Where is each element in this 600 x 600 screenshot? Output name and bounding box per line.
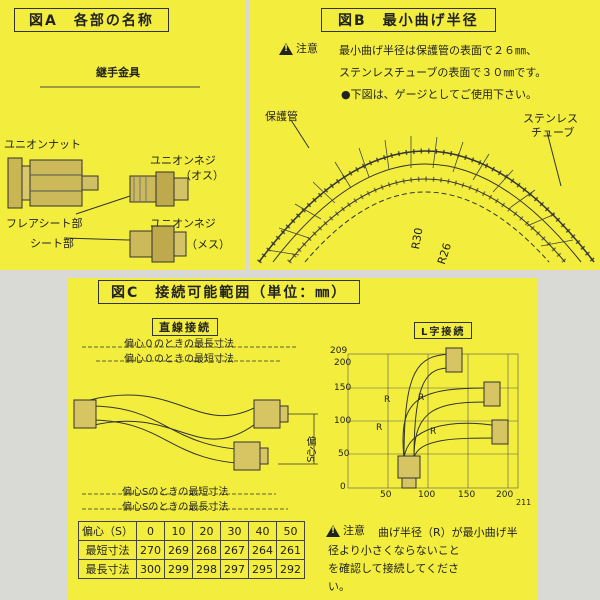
stainless-label-2: チューブ <box>531 126 575 139</box>
svg-text:R: R <box>430 427 436 437</box>
table-header: 50 <box>275 521 305 541</box>
union-nut-label: ユニオンナット <box>4 138 81 151</box>
y-axis-label: 100 <box>334 416 352 426</box>
panel-b-min-bend-radius: 図B 最小曲げ半径 注意 最小曲げ半径は保護管の表面で２６㎜、 ステンレスチュー… <box>249 0 600 270</box>
female-label: （メス） <box>186 238 230 251</box>
union-screw-male-drawing <box>129 171 189 207</box>
note-line-3: を確認して接続してくださ <box>328 562 460 575</box>
table-cell: 267 <box>219 540 249 560</box>
connection-drawings: R R R R <box>73 346 519 510</box>
table-cell: 269 <box>163 540 193 560</box>
fitting-label: 継手金具 <box>96 66 140 79</box>
union-nut-drawing <box>7 157 99 209</box>
table-header: 偏心（S） <box>78 521 137 541</box>
x-axis-label: 211 <box>516 498 532 507</box>
svg-text:R: R <box>376 423 382 433</box>
caution-label: 注意 <box>343 524 365 537</box>
note-line-2: 径より小さくならないこと <box>328 544 460 557</box>
y-axis-label: 200 <box>334 358 352 368</box>
union-screw-female-drawing <box>129 225 187 263</box>
gauge-note: ●下図は、ゲージとしてご使用下さい。 <box>341 88 538 101</box>
bend-gauge-drawing <box>256 119 596 264</box>
panel-b-title: 図B 最小曲げ半径 <box>321 8 496 32</box>
table-row: 最短寸法 270 269 268 267 264 261 <box>78 540 305 560</box>
table-header-row: 偏心（S） 0 10 20 30 40 50 <box>78 521 305 541</box>
min-offset-s-label: 偏心Sのときの最短寸法 <box>122 487 229 498</box>
table-cell: 292 <box>275 559 305 579</box>
table-header: 20 <box>191 521 221 541</box>
table-header: 30 <box>219 521 249 541</box>
note-line-1: 曲げ半径（R）が最小曲げ半 <box>378 526 518 539</box>
note-line-4: い。 <box>328 580 350 593</box>
min-offset-zero-label: 偏心０のときの最短寸法 <box>124 354 234 365</box>
panel-a-part-names: 図A 各部の名称 継手金具 ユニオンナット <box>0 0 246 270</box>
panel-c-connection-range: 図C 接続可能範囲（単位：㎜） 直線接続 L字接続 偏心０のときの最長寸法 偏心… <box>68 278 538 600</box>
panel-a-drawing <box>7 86 200 263</box>
table-cell: 261 <box>275 540 305 560</box>
dimension-table: 偏心（S） 0 10 20 30 40 50 最短寸法 270 269 268 … <box>78 521 305 579</box>
y-axis-label: 0 <box>340 482 346 492</box>
seat-label: シート部 <box>30 237 74 250</box>
row-label: 最短寸法 <box>78 540 137 560</box>
table-header: 0 <box>135 521 165 541</box>
table-cell: 270 <box>135 540 165 560</box>
table-cell: 300 <box>135 559 165 579</box>
offset-s-label: 偏心S <box>304 436 315 463</box>
svg-text:R: R <box>384 395 390 405</box>
warning-icon <box>279 43 293 55</box>
caution-label: 注意 <box>296 42 318 55</box>
straight-connection-title: 直線接続 <box>152 318 218 336</box>
y-axis-label: 209 <box>330 346 348 356</box>
table-cell: 297 <box>219 559 249 579</box>
x-axis-label: 50 <box>380 490 392 500</box>
x-axis-label: 150 <box>458 490 476 500</box>
male-label: （オス） <box>180 169 224 182</box>
table-cell: 295 <box>247 559 277 579</box>
union-screw-female-label: ユニオンネジ <box>150 217 216 230</box>
radius-line-2: ステンレスチューブの表面で３０㎜です。 <box>339 66 547 79</box>
x-axis-label: 200 <box>496 490 514 500</box>
union-screw-male-label: ユニオンネジ <box>150 154 216 167</box>
warning-icon <box>326 525 340 537</box>
l-connection-title: L字接続 <box>414 322 473 339</box>
flare-seat-label: フレアシート部 <box>6 217 83 230</box>
table-cell: 298 <box>191 559 221 579</box>
table-cell: 264 <box>247 540 277 560</box>
stainless-label-1: ステンレス <box>523 112 578 125</box>
table-cell: 268 <box>191 540 221 560</box>
y-axis-label: 50 <box>338 449 350 459</box>
protect-tube-label: 保護管 <box>265 110 298 123</box>
max-offset-zero-label: 偏心０のときの最長寸法 <box>124 339 234 350</box>
svg-text:R: R <box>418 393 424 403</box>
y-axis-label: 150 <box>334 383 352 393</box>
table-header: 40 <box>247 521 277 541</box>
x-axis-label: 100 <box>418 490 436 500</box>
table-cell: 299 <box>163 559 193 579</box>
table-row: 最長寸法 300 299 298 297 295 292 <box>78 559 305 579</box>
row-label: 最長寸法 <box>78 559 137 579</box>
panel-a-title: 図A 各部の名称 <box>14 8 169 32</box>
panel-c-title: 図C 接続可能範囲（単位：㎜） <box>98 280 361 304</box>
table-header: 10 <box>163 521 193 541</box>
radius-line-1: 最小曲げ半径は保護管の表面で２６㎜、 <box>339 44 537 57</box>
max-offset-s-label: 偏心Sのときの最長寸法 <box>122 502 229 513</box>
